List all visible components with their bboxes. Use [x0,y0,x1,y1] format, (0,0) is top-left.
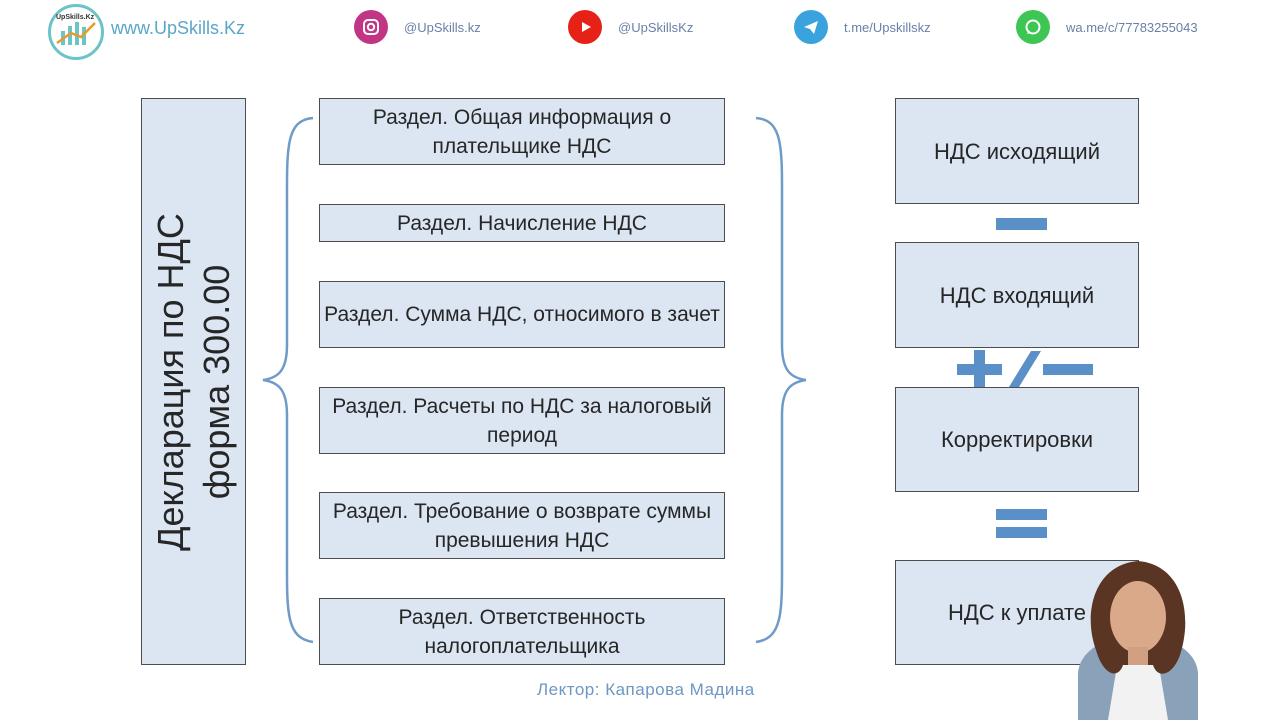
instagram-icon [354,10,388,44]
plus-minus-operator [957,350,1097,388]
declaration-title-line1: Декларация по НДС [149,212,191,551]
section-general-info: Раздел. Общая информация о плательщике Н… [319,98,725,165]
instagram-handle: @UpSkills.kz [404,19,481,35]
vat-payable-box: НДС к уплате [895,560,1139,665]
section-refund-request: Раздел. Требование о возврате суммы прев… [319,492,725,559]
presenter-video [1078,561,1198,720]
declaration-title-box: Декларация по НДС форма 300.00 [141,98,246,665]
section-vat-calculations: Раздел. Расчеты по НДС за налоговый пери… [319,387,725,454]
whatsapp-link[interactable]: wa.me/c/77783255043 [1016,10,1198,44]
youtube-handle: @UpSkillsKz [618,19,694,35]
adjustments-box: Корректировки [895,387,1139,492]
logo-text: UpSkills.Kz [56,14,95,21]
section-vat-accrual: Раздел. Начисление НДС [319,204,725,242]
equals-top-bar [996,509,1047,520]
site-url-link[interactable]: www.UpSkills.Kz [111,18,246,38]
youtube-icon [568,10,602,44]
lecturer-caption: Лектор: Капарова Мадина [537,680,755,699]
telegram-link[interactable]: t.me/Upskillskz [794,10,931,44]
logo [48,4,104,60]
section-vat-offset: Раздел. Сумма НДС, относимого в зачет [319,281,725,348]
whatsapp-icon [1016,10,1050,44]
right-brace [755,116,807,644]
minus-bar [1043,364,1093,375]
left-brace [262,116,314,644]
plus-vertical-bar [974,350,985,388]
declaration-title-line2: форма 300.00 [195,264,237,499]
telegram-icon [794,10,828,44]
whatsapp-handle: wa.me/c/77783255043 [1066,19,1198,35]
vat-output-box: НДС исходящий [895,98,1139,204]
slash-icon [1009,351,1041,387]
vat-input-box: НДС входящий [895,242,1139,348]
telegram-handle: t.me/Upskillskz [844,19,931,35]
minus-operator [996,218,1047,230]
equals-operator [996,509,1047,539]
logo-chart-icon [56,22,96,45]
youtube-link[interactable]: @UpSkillsKz [568,10,693,44]
declaration-title: Декларация по НДС форма 300.00 [148,213,240,551]
instagram-link[interactable]: @UpSkills.kz [354,10,481,44]
section-taxpayer-responsibility: Раздел. Ответственность налогоплательщик… [319,598,725,665]
equals-bottom-bar [996,527,1047,538]
